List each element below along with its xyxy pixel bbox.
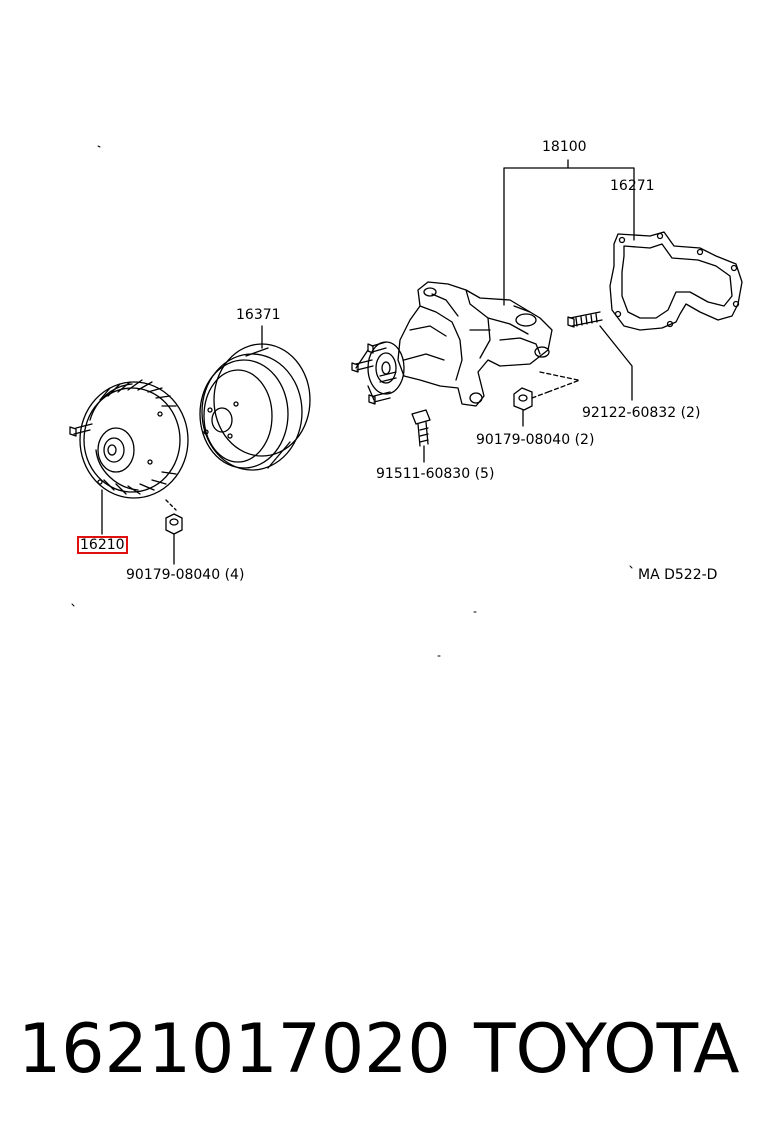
callout-91511-60830: 91511-60830 (5): [376, 466, 495, 482]
callout-16371: 16371: [236, 307, 281, 323]
callout-92122-60832: 92122-60832 (2): [582, 405, 701, 421]
pump-stud: [567, 311, 633, 401]
fan-nut: [165, 513, 183, 565]
water-pump: [397, 281, 553, 407]
pulley: [199, 325, 311, 471]
pump-bolt: [411, 409, 431, 463]
fan-clutch: [69, 379, 189, 535]
gasket: [609, 231, 743, 331]
scan-specks: [71, 145, 633, 657]
assembly-bracket-line: [503, 159, 635, 306]
callout-90179-08040-fan: 90179-08040 (4): [126, 567, 245, 583]
part-number: 1621017020: [18, 1010, 451, 1089]
brand-name: TOYOTA: [474, 1010, 740, 1089]
pump-hub: [355, 341, 405, 401]
diagram-code: MA D522-D: [638, 567, 718, 583]
callout-16210-highlighted[interactable]: 16210: [77, 536, 128, 554]
pump-nut: [513, 371, 581, 427]
callout-90179-08040-pump: 90179-08040 (2): [476, 432, 595, 448]
hub-studs: [351, 341, 397, 405]
exploded-parts-diagram: [69, 145, 743, 657]
callout-16271: 16271: [610, 178, 655, 194]
callout-18100: 18100: [542, 139, 587, 155]
